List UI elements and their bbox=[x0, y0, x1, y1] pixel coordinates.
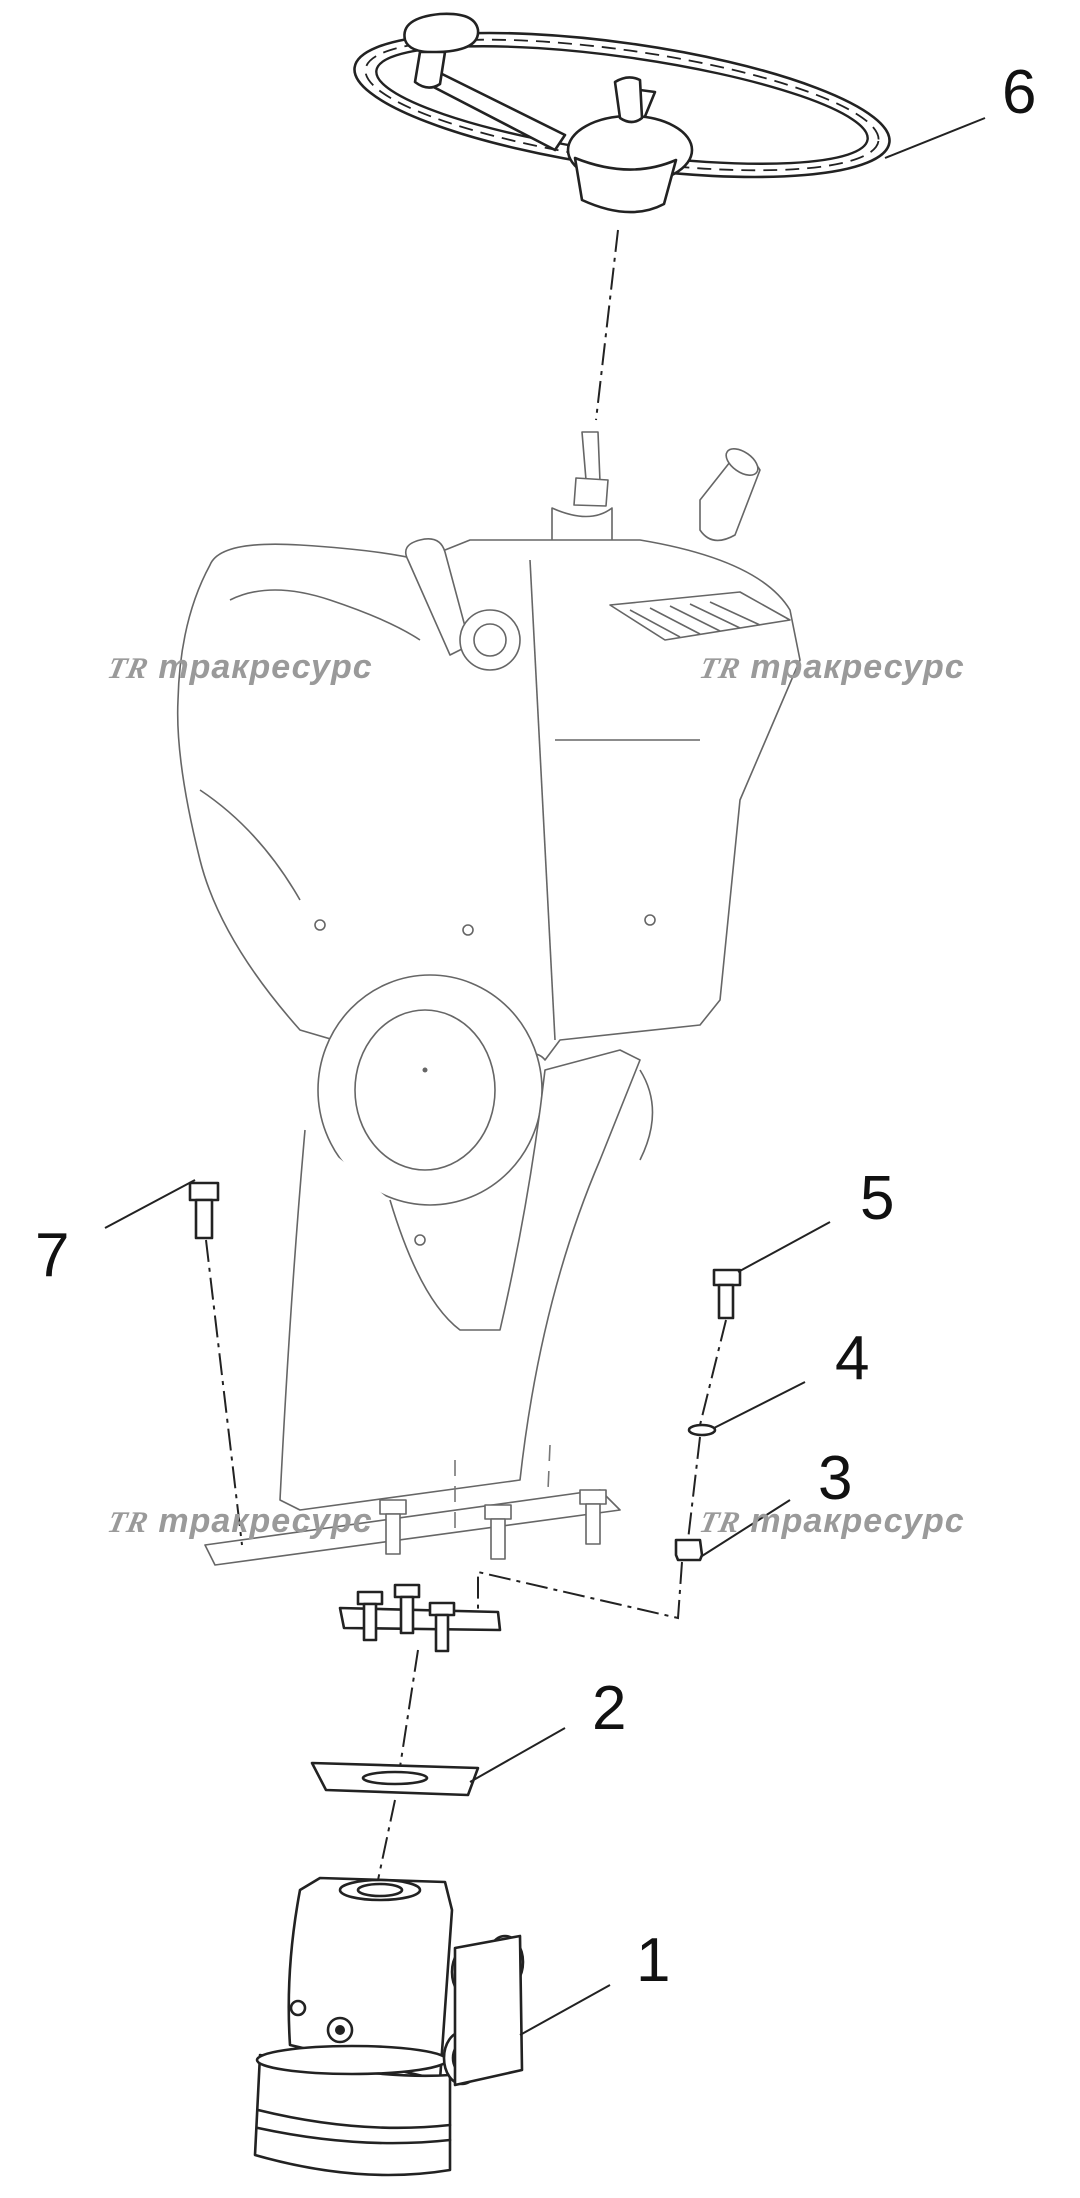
leader-2 bbox=[469, 1727, 566, 1783]
adapter-plate bbox=[338, 1583, 502, 1653]
watermark-text: тракресурс bbox=[158, 1502, 373, 1540]
watermark-text: тракресурс bbox=[158, 648, 373, 686]
leader-4 bbox=[713, 1381, 806, 1429]
axis-bolt-7 bbox=[205, 1239, 243, 1546]
nut-3 bbox=[674, 1538, 704, 1562]
axis-gasket-2 bbox=[377, 1799, 396, 1881]
axis-nut-3 bbox=[477, 1561, 683, 1620]
axis-washer-4 bbox=[687, 1436, 701, 1541]
callout-4: 4 bbox=[835, 1324, 870, 1393]
watermark-text: тракресурс bbox=[750, 648, 965, 686]
bolt-7 bbox=[188, 1181, 220, 1240]
gasket-2 bbox=[310, 1761, 480, 1797]
bolt-5 bbox=[712, 1268, 742, 1320]
steering-wheel bbox=[353, 12, 891, 214]
watermark-logo: ТR bbox=[696, 1506, 744, 1539]
leader-5 bbox=[737, 1221, 831, 1273]
leader-3 bbox=[701, 1499, 791, 1557]
steering-unit-1 bbox=[253, 1876, 525, 2177]
callout-2: 2 bbox=[592, 1674, 627, 1743]
callout-5: 5 bbox=[860, 1164, 895, 1233]
watermark-text: тракресурс bbox=[750, 1502, 965, 1540]
watermark-logo: ТR bbox=[104, 1506, 152, 1539]
axis-bolt-5 bbox=[699, 1319, 727, 1426]
axis-wheel bbox=[595, 229, 619, 421]
watermark-logo: ТR bbox=[104, 652, 152, 685]
leader-1 bbox=[519, 1984, 611, 2036]
callout-3: 3 bbox=[818, 1444, 853, 1513]
leader-6 bbox=[884, 117, 986, 159]
callout-1: 1 bbox=[636, 1926, 671, 1995]
leader-7 bbox=[104, 1179, 196, 1229]
steering-column-housing bbox=[176, 431, 801, 1566]
washer-4 bbox=[687, 1423, 717, 1437]
callout-6: 6 bbox=[1002, 58, 1037, 127]
watermark-logo: ТR bbox=[696, 652, 744, 685]
axis-plate bbox=[397, 1649, 419, 1781]
callout-7: 7 bbox=[35, 1221, 70, 1290]
